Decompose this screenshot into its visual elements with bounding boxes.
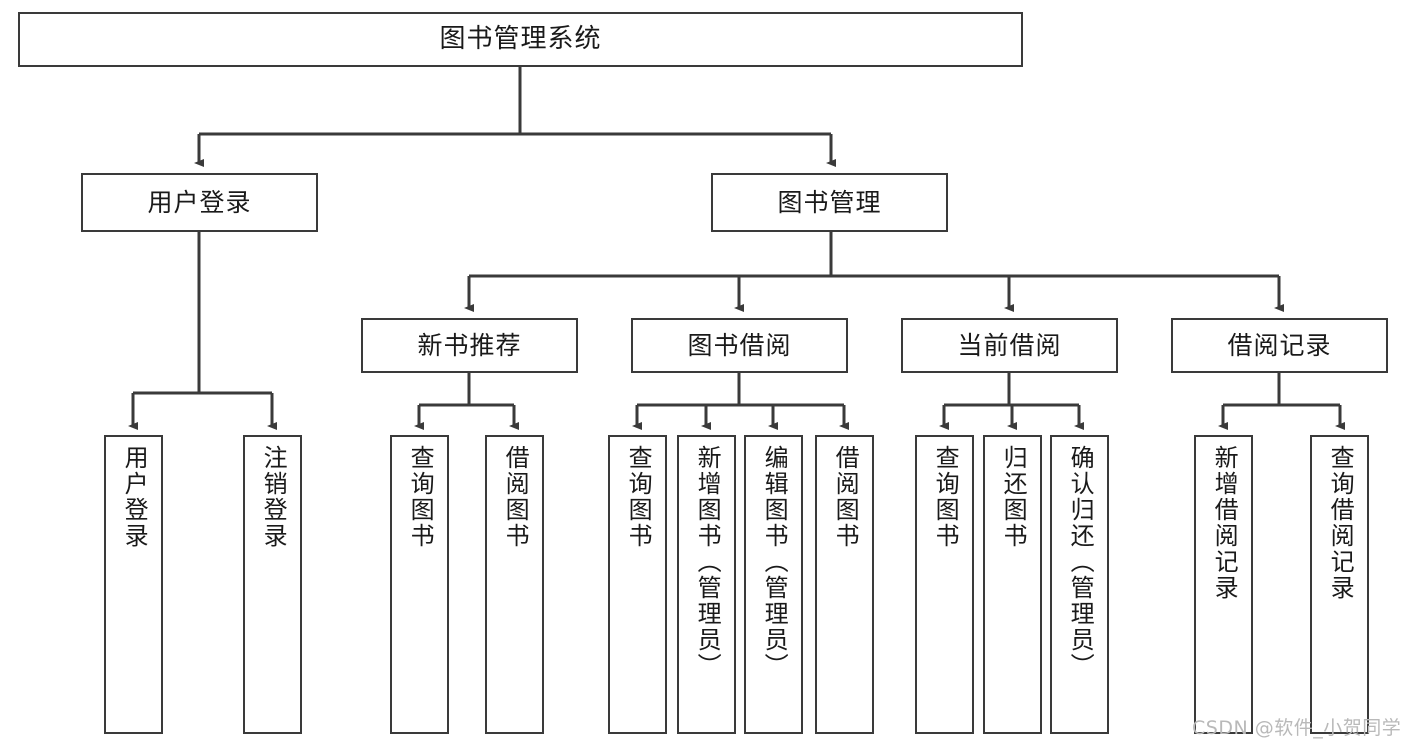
- leaf-edit-book-admin[interactable]: 编辑图书（管理员）: [744, 435, 803, 734]
- node-label: 用户登录: [147, 187, 252, 217]
- leaf-label: 新增图书（管理员）: [693, 445, 722, 679]
- leaf-label: 借阅图书: [501, 445, 530, 549]
- leaf-label: 确认归还（管理员）: [1066, 445, 1095, 679]
- leaf-label: 归还图书: [999, 445, 1028, 549]
- node-new-book-recommend[interactable]: 新书推荐: [361, 318, 578, 373]
- leaf-user-login[interactable]: 用户登录: [104, 435, 163, 734]
- watermark-text: CSDN @软件_小贺同学: [1192, 717, 1402, 739]
- leaf-label: 注销登录: [259, 445, 288, 549]
- leaf-logout[interactable]: 注销登录: [243, 435, 302, 734]
- leaf-borrow-book-recommend[interactable]: 借阅图书: [485, 435, 544, 734]
- leaf-label: 查询图书: [624, 445, 653, 549]
- node-current-borrow[interactable]: 当前借阅: [901, 318, 1118, 373]
- node-label: 当前借阅: [957, 330, 1062, 360]
- node-user-login[interactable]: 用户登录: [81, 173, 318, 232]
- leaf-add-borrow-record[interactable]: 新增借阅记录: [1194, 435, 1253, 734]
- leaf-label: 用户登录: [120, 445, 149, 549]
- node-borrow-record[interactable]: 借阅记录: [1171, 318, 1388, 373]
- leaf-label: 查询图书: [931, 445, 960, 549]
- leaf-label: 编辑图书（管理员）: [760, 445, 789, 679]
- leaf-confirm-return-admin[interactable]: 确认归还（管理员）: [1050, 435, 1109, 734]
- node-root-system[interactable]: 图书管理系统: [18, 12, 1023, 67]
- leaf-label: 新增借阅记录: [1210, 445, 1239, 601]
- node-book-management[interactable]: 图书管理: [711, 173, 948, 232]
- leaf-query-borrow-record[interactable]: 查询借阅记录: [1310, 435, 1369, 734]
- node-label: 图书借阅: [687, 330, 792, 360]
- leaf-label: 查询借阅记录: [1326, 445, 1355, 601]
- leaf-query-book-borrow[interactable]: 查询图书: [608, 435, 667, 734]
- node-label: 借阅记录: [1227, 330, 1332, 360]
- node-book-borrow[interactable]: 图书借阅: [631, 318, 848, 373]
- leaf-query-book-recommend[interactable]: 查询图书: [390, 435, 449, 734]
- leaf-label: 借阅图书: [831, 445, 860, 549]
- leaf-label: 查询图书: [406, 445, 435, 549]
- node-label: 图书管理: [777, 187, 882, 217]
- leaf-borrow-book[interactable]: 借阅图书: [815, 435, 874, 734]
- node-label: 图书管理系统: [439, 24, 602, 55]
- node-label: 新书推荐: [417, 330, 522, 360]
- leaf-query-book-current[interactable]: 查询图书: [915, 435, 974, 734]
- leaf-return-book[interactable]: 归还图书: [983, 435, 1042, 734]
- leaf-add-book-admin[interactable]: 新增图书（管理员）: [677, 435, 736, 734]
